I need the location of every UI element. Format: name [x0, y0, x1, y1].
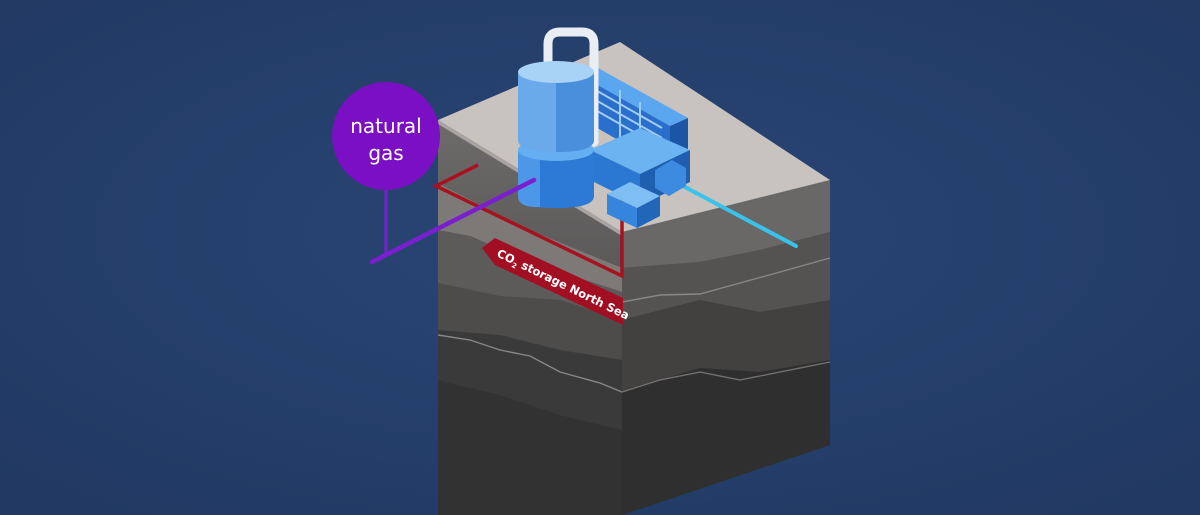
- generator-top: [607, 182, 660, 208]
- bubble-circle: [332, 82, 440, 190]
- generator-left: [607, 194, 637, 228]
- generator-right: [637, 196, 660, 228]
- cylinder-upper-cap: [518, 61, 594, 83]
- soil-layer-top-right: [622, 180, 830, 268]
- strata-line-right-2: [621, 361, 831, 393]
- cylinder-upper-shade: [556, 72, 594, 152]
- gas-power-plant-icon: [518, 27, 690, 228]
- bubble-line-1: natural: [350, 114, 421, 138]
- soil-layer-5-left: [438, 380, 622, 515]
- u-pipe: [543, 27, 599, 147]
- soil-layer-4-left: [438, 330, 622, 430]
- soil-layer-4-right: [622, 360, 830, 515]
- soil-layer-2-right: [622, 232, 830, 320]
- bubble-line-2: gas: [368, 141, 403, 165]
- cylinder-lower-highlight: [518, 150, 540, 208]
- power-cable: [666, 176, 798, 248]
- cable-connector: [655, 160, 686, 196]
- soil-layer-3-left: [438, 283, 622, 360]
- strata-line-right-1: [621, 257, 831, 303]
- hx-top: [580, 68, 688, 126]
- gas-pipe: [369, 177, 537, 265]
- gas-pipeline: [369, 177, 537, 265]
- natural-gas-bubble: natural gas: [332, 82, 440, 190]
- turbine-top: [590, 128, 690, 174]
- soil-layer-3-right: [622, 300, 830, 392]
- strata-line-left: [437, 334, 623, 393]
- banner-shape: [482, 238, 623, 325]
